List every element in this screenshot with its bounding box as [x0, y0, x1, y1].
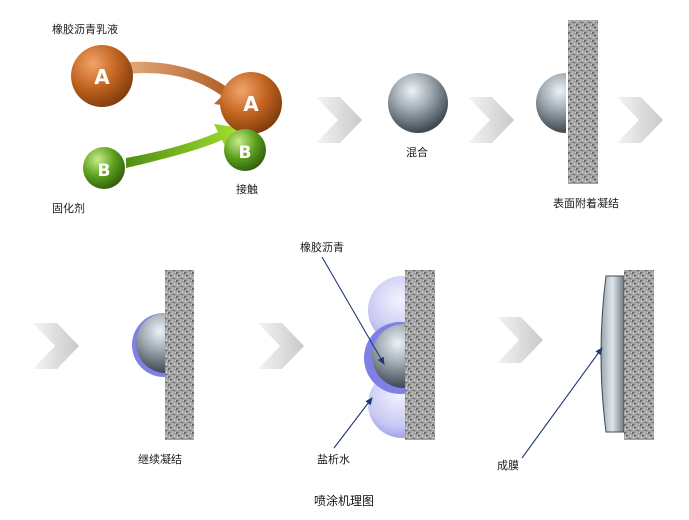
surface-adhesion-label: 表面附着凝结	[553, 196, 619, 210]
substrate-wall-3	[405, 270, 435, 440]
mixing-label: 混合	[406, 145, 428, 159]
svg-text:A: A	[243, 92, 259, 116]
process-arrow-6	[497, 317, 543, 363]
svg-text:B: B	[239, 143, 252, 163]
orange-curved-arrow	[128, 61, 244, 108]
ball-b-small: B	[83, 147, 125, 189]
brine-pointer	[333, 397, 373, 449]
stacked-half-balls	[364, 276, 406, 438]
process-arrow-3	[617, 97, 663, 143]
green-curved-arrow	[126, 124, 242, 168]
film-formation-label: 成膜	[497, 459, 519, 472]
mixed-ball	[388, 73, 448, 133]
process-arrow-5	[258, 323, 304, 369]
rubber-asphalt-pointer	[321, 256, 385, 365]
svg-text:B: B	[98, 161, 111, 181]
film-pointer	[521, 347, 603, 459]
substrate-wall-4	[624, 270, 654, 440]
ball-a-large: A	[71, 45, 133, 107]
process-arrow-1	[316, 97, 362, 143]
diagram-caption: 喷涂机理图	[314, 493, 374, 508]
contact-label: 接触	[236, 182, 258, 196]
process-arrow-4	[33, 323, 79, 369]
process-arrow-2	[468, 97, 514, 143]
setting-half-ball	[136, 313, 168, 373]
emulsion-label: 橡胶沥青乳液	[52, 22, 118, 36]
rubber-asphalt-label: 橡胶沥青	[300, 240, 344, 254]
formed-film	[600, 275, 625, 433]
substrate-wall-2	[165, 270, 194, 440]
substrate-wall-1	[568, 20, 598, 184]
svg-text:A: A	[94, 65, 110, 89]
adhering-half-ball	[536, 73, 566, 133]
ball-a-contact: A	[220, 72, 282, 134]
continued-setting-label: 继续凝结	[138, 452, 182, 466]
curing-agent-label: 固化剂	[52, 201, 85, 215]
brine-label: 盐析水	[317, 452, 350, 466]
ball-b-contact: B	[224, 129, 266, 171]
